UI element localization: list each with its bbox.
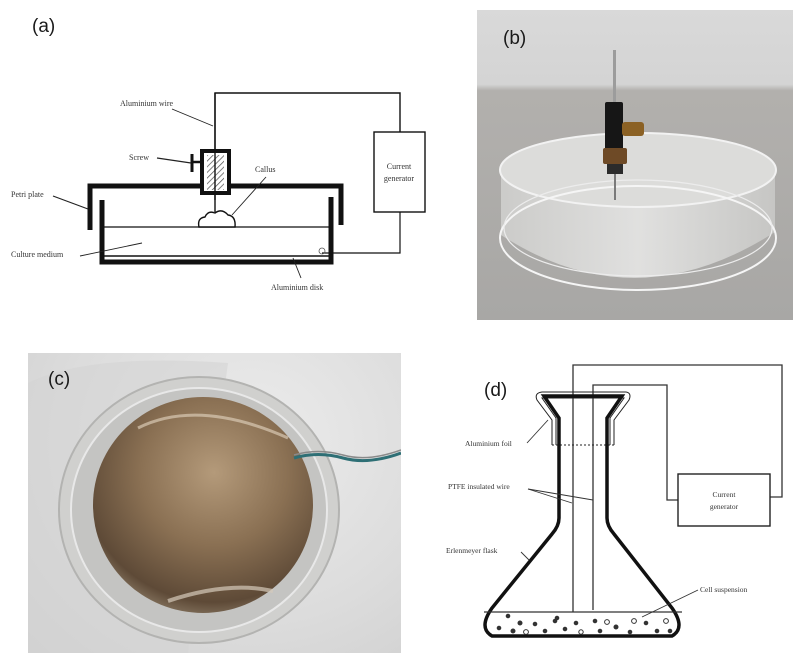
label-aluminium-wire: Aluminium wire (120, 99, 174, 108)
aluminium-disk (93, 397, 313, 613)
panel-d: (d) Current generator (420, 340, 800, 664)
label-culture-medium: Culture medium (11, 250, 64, 259)
aluminium-wire (613, 50, 616, 120)
current-generator-label-2: generator (710, 502, 739, 511)
erlenmeyer-flask (483, 394, 681, 638)
current-generator-label-1: Current (387, 162, 412, 171)
label-callus: Callus (255, 165, 275, 174)
label-erlenmeyer-flask: Erlenmeyer flask (446, 546, 498, 555)
petri-plate-schematic: Current generator Aluminium w (11, 92, 426, 292)
circuit-wire-inner (592, 384, 678, 610)
label-petri-plate: Petri plate (11, 190, 44, 199)
label-aluminium-foil: Aluminium foil (465, 439, 512, 448)
current-generator-label-2: generator (384, 174, 415, 183)
panel-a-label: (a) (32, 16, 56, 37)
aluminium-foil (535, 391, 631, 445)
panel-c: (c) (28, 353, 401, 653)
label-ptfe-wire: PTFE insulated wire (448, 482, 510, 491)
electrode-holder (605, 102, 623, 150)
panel-d-label: (d) (484, 380, 508, 401)
circuit-wire-outer (572, 364, 783, 612)
cell-suspension (496, 613, 673, 635)
aluminium-disk-photo (28, 360, 401, 653)
label-aluminium-disk: Aluminium disk (271, 283, 323, 292)
label-cell-suspension: Cell suspension (700, 585, 748, 594)
current-generator-box (373, 131, 426, 213)
current-generator-label-1: Current (713, 490, 737, 499)
panel-a: (a) Current generator (0, 0, 440, 330)
return-wire (322, 212, 401, 254)
current-generator-box (677, 473, 771, 527)
petri-base (99, 197, 334, 265)
erlenmeyer-schematic: Current generator Aluminium foil PTFE in… (446, 364, 783, 638)
panel-b: (b) (477, 10, 793, 320)
panel-c-label: (c) (48, 369, 71, 390)
brass-screw (622, 122, 644, 136)
connecting-wire (293, 451, 401, 463)
callus (197, 210, 236, 228)
label-screw: Screw (129, 153, 149, 162)
panel-b-label: (b) (503, 28, 527, 49)
petri-dish-photo (499, 50, 777, 291)
